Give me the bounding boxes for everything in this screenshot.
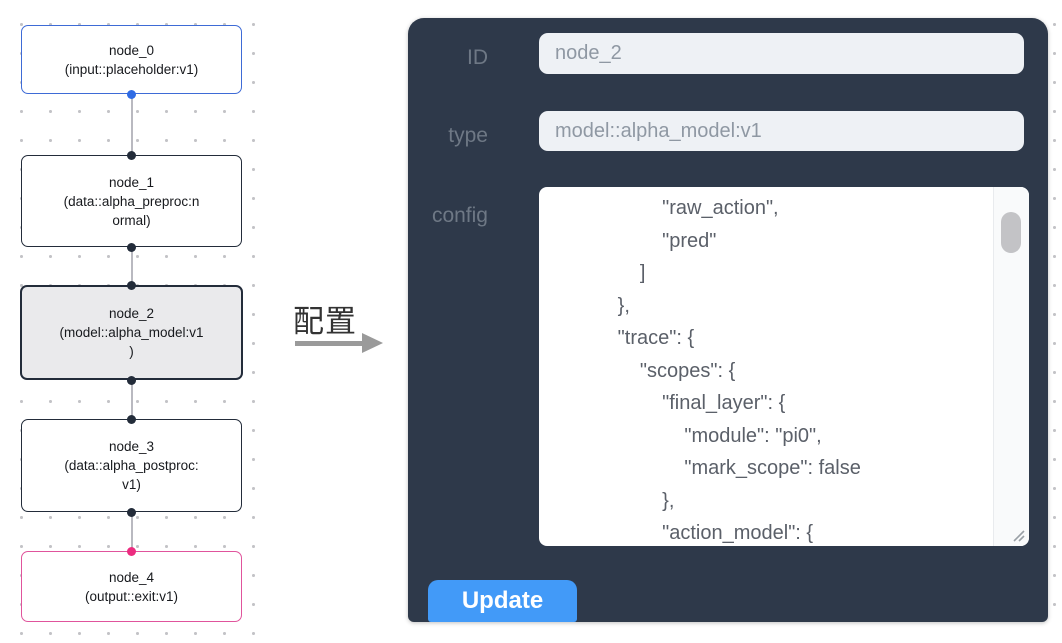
edge-node1-node2[interactable] <box>131 247 133 285</box>
handle-node4-target[interactable] <box>127 547 136 556</box>
node-title: node_3 <box>108 439 155 454</box>
id-field-label: ID <box>467 46 488 69</box>
edge-node2-node3[interactable] <box>131 380 133 419</box>
handle-node0-source[interactable] <box>127 90 136 99</box>
handle-node3-target[interactable] <box>127 415 136 424</box>
edge-node0-node1[interactable] <box>131 94 133 155</box>
configure-label: 配置 <box>293 304 357 339</box>
id-input[interactable] <box>539 33 1024 74</box>
flow-canvas: node_0 (input::placeholder:v1) node_1 (d… <box>0 0 272 643</box>
node-type-text: (model::alpha_model:v1 ) <box>59 325 204 359</box>
node-type-text: (output::exit:v1) <box>84 588 179 604</box>
textarea-resize-icon[interactable] <box>1011 528 1026 543</box>
right-arrowhead-icon <box>362 333 383 353</box>
node-title: node_4 <box>108 569 155 585</box>
handle-node2-source[interactable] <box>127 376 136 385</box>
flow-node-node4[interactable]: node_4 (output::exit:v1) <box>21 551 242 622</box>
config-field-label: config <box>431 204 488 227</box>
node-type-text: (data::alpha_postproc: v1) <box>64 458 199 492</box>
node-config-panel: ID type config "raw_action", "pred" ] },… <box>408 18 1048 622</box>
flow-node-node3[interactable]: node_3 (data::alpha_postproc: v1) <box>21 419 242 512</box>
node-title: node_0 <box>108 42 155 58</box>
type-input[interactable] <box>539 111 1024 151</box>
config-textarea[interactable]: "raw_action", "pred" ] }, "trace": { "sc… <box>539 187 1029 546</box>
handle-node1-target[interactable] <box>127 151 136 160</box>
node-title: node_1 <box>108 174 155 190</box>
flow-node-node1[interactable]: node_1 (data::alpha_preproc:n ormal) <box>21 155 242 247</box>
update-button[interactable]: Update <box>428 580 577 622</box>
configure-annotation: 配置 <box>293 296 393 353</box>
handle-node2-target[interactable] <box>127 281 136 290</box>
flow-node-node2-selected[interactable]: node_2 (model::alpha_model:v1 ) <box>20 285 243 380</box>
handle-node1-source[interactable] <box>127 243 136 252</box>
node-type-text: (data::alpha_preproc:n ormal) <box>63 193 200 228</box>
edge-node3-node4[interactable] <box>131 512 133 551</box>
node-title: node_2 <box>108 306 155 321</box>
handle-node3-source[interactable] <box>127 508 136 517</box>
config-scrollbar-thumb[interactable] <box>1001 212 1021 253</box>
flow-node-node0[interactable]: node_0 (input::placeholder:v1) <box>21 25 242 94</box>
node-type-text: (input::placeholder:v1) <box>64 61 199 77</box>
config-scrollbar <box>993 187 1029 546</box>
type-field-label: type <box>448 124 488 147</box>
right-arrow-icon <box>295 341 363 346</box>
config-json-text: "raw_action", "pred" ] }, "trace": { "sc… <box>617 197 861 544</box>
